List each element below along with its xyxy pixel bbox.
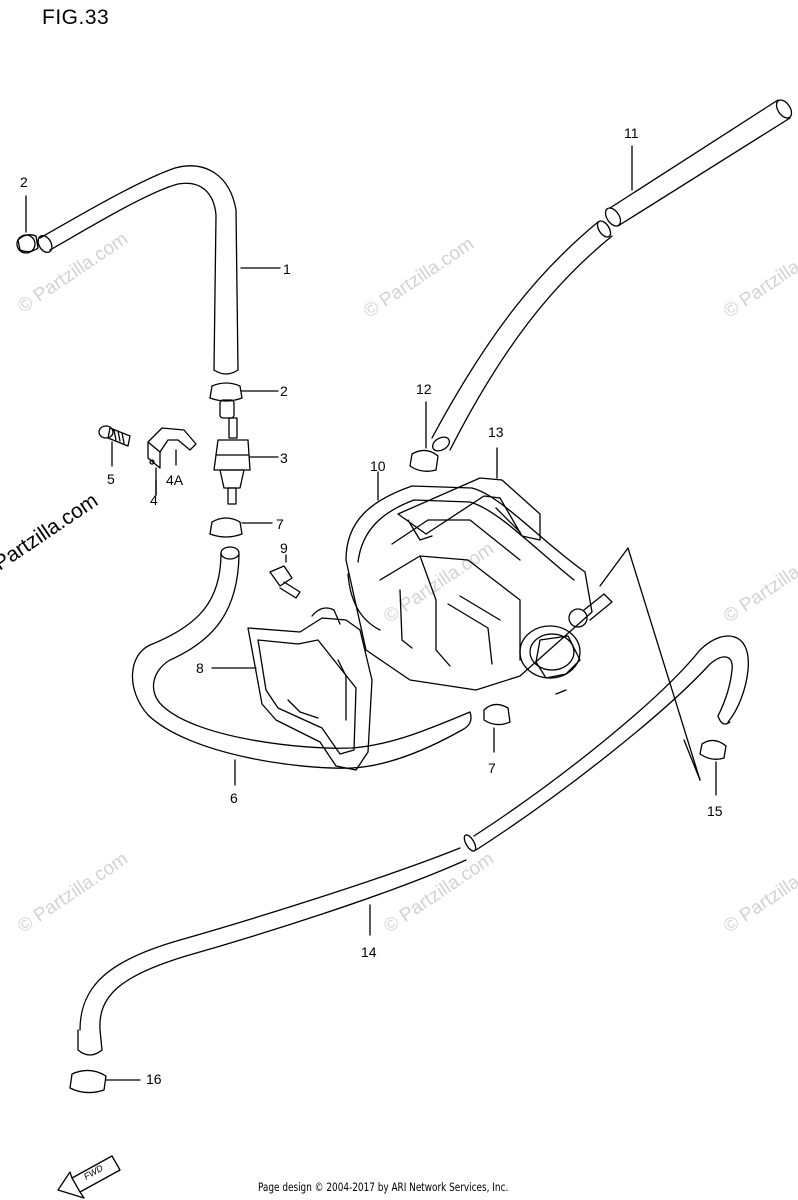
bolt-5 [99, 426, 130, 466]
clamp-7b [484, 704, 510, 752]
callout-10: 10 [370, 458, 386, 474]
callout-12: 12 [416, 381, 432, 397]
hose-1 [35, 166, 238, 374]
clamp-16 [70, 1070, 140, 1092]
clamp-15 [700, 740, 726, 795]
callout-2: 2 [20, 174, 28, 190]
hose-11 [430, 97, 794, 453]
page-footer: Page design © 2004-2017 by ARI Network S… [258, 1180, 509, 1194]
bolt-9 [270, 555, 300, 598]
canister-10 [346, 472, 592, 690]
callout-1: 1 [283, 261, 291, 277]
canister-valve [520, 594, 612, 694]
callout-11: 11 [624, 125, 639, 141]
clamp-7a [210, 518, 272, 537]
hose-6 [132, 547, 471, 785]
callout-5: 5 [107, 471, 115, 487]
figure-title: FIG.33 [42, 6, 110, 29]
callout-3: 3 [280, 450, 288, 466]
callout-15: 15 [707, 803, 723, 819]
callout-13: 13 [488, 424, 504, 440]
strap-13 [398, 448, 540, 540]
callout-16: 16 [146, 1071, 162, 1087]
clamp-2a [17, 196, 38, 253]
callout-4a: 4A [166, 472, 184, 488]
callout-7: 7 [276, 516, 284, 532]
callout-8: 8 [196, 660, 204, 676]
callout-7: 7 [488, 760, 496, 776]
callout-4: 4 [150, 492, 158, 508]
callout-2: 2 [280, 383, 288, 399]
bracket-8 [212, 608, 372, 770]
callout-6: 6 [230, 790, 238, 806]
fwd-label: FWD [82, 1163, 105, 1182]
clamp-12 [410, 402, 438, 471]
routing-lines [600, 548, 700, 780]
fuel-filter-3 [214, 418, 278, 504]
fwd-arrow-icon [58, 1156, 120, 1198]
clamp-2b [210, 383, 278, 418]
callout-14: 14 [361, 944, 377, 960]
callout-9: 9 [280, 540, 288, 556]
hose-14 [78, 636, 748, 1055]
